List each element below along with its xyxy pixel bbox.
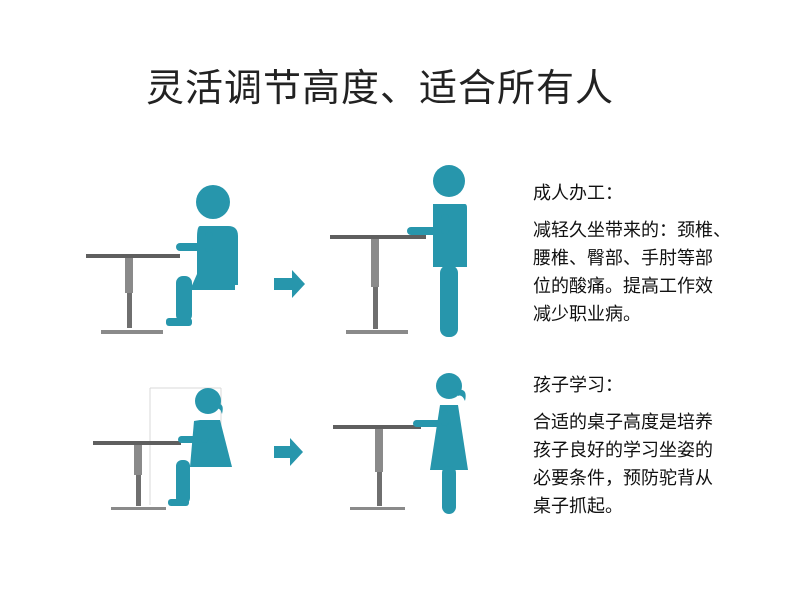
child-sitting-desk-icon xyxy=(93,441,181,510)
arrow-right-icon xyxy=(274,270,305,298)
adult-standing-desk-icon xyxy=(330,235,426,334)
child-sitting-scene xyxy=(93,387,232,510)
adult-sitting-scene xyxy=(86,185,238,334)
adult-body-line: 减轻久坐带来的：颈椎、 xyxy=(533,220,731,241)
adult-body-line: 位的酸痛。提高工作效 xyxy=(533,276,713,297)
child-standing-desk-icon xyxy=(333,425,421,510)
child-sitting-icon xyxy=(168,388,232,506)
adult-heading: 成人办工： xyxy=(533,183,623,204)
arrow-right-icon xyxy=(274,438,303,466)
page-title: 灵活调节高度、适合所有人 xyxy=(146,66,615,110)
adult-standing-scene xyxy=(330,165,467,337)
child-body-line: 桌子抓起。 xyxy=(533,496,623,517)
child-body-line: 必要条件，预防驼背从 xyxy=(533,468,713,489)
adult-body-line: 减少职业病。 xyxy=(533,304,641,325)
adult-sitting-icon xyxy=(166,185,238,326)
adult-description: 成人办工： 减轻久坐带来的：颈椎、 腰椎、臀部、手肘等部 位的酸痛。提高工作效 … xyxy=(533,180,783,329)
child-standing-scene xyxy=(333,373,468,514)
child-heading: 孩子学习： xyxy=(533,375,623,396)
child-body-line: 合适的桌子高度是培养 xyxy=(533,412,713,433)
child-body-line: 孩子良好的学习坐姿的 xyxy=(533,440,713,461)
adult-standing-icon xyxy=(407,165,467,337)
child-description: 孩子学习： 合适的桌子高度是培养 孩子良好的学习坐姿的 必要条件，预防驼背从 桌… xyxy=(533,372,783,521)
adult-body-line: 腰椎、臀部、手肘等部 xyxy=(533,248,713,269)
child-standing-icon xyxy=(413,373,468,514)
adult-sitting-desk-icon xyxy=(86,254,180,334)
